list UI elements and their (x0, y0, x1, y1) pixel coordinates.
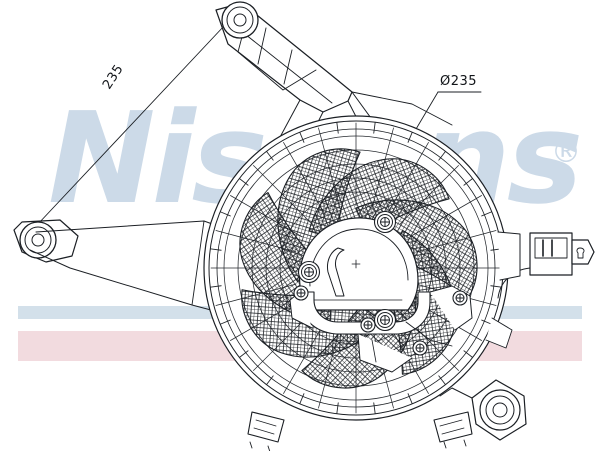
electrical-connector (497, 232, 595, 299)
retaining-clips (247, 411, 473, 451)
dimension-line-235 (16, 3, 247, 247)
dimension-label-diameter: Ø235 (440, 74, 478, 89)
mounting-boss-lower-right (439, 379, 527, 441)
mounting-bracket-upper (215, 1, 353, 113)
mounting-bracket-lower (13, 219, 301, 325)
